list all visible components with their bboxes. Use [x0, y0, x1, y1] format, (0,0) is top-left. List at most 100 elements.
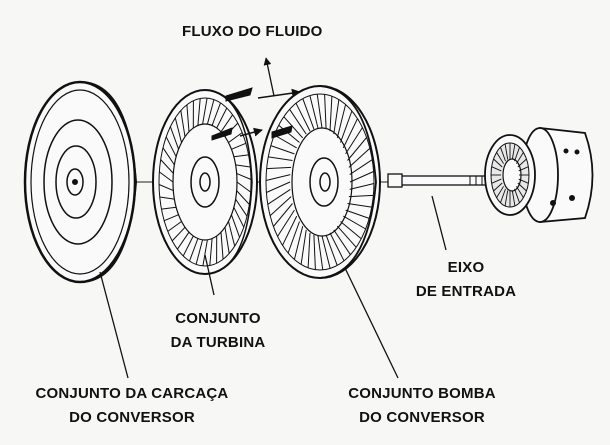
vane-line [321, 235, 331, 269]
vane-line [209, 238, 213, 266]
vane-line [224, 227, 230, 254]
vane-line [302, 98, 315, 130]
vane-line [162, 147, 175, 166]
vane-line [230, 214, 241, 238]
vane-line [333, 229, 351, 255]
pump-line-2: DO CONVERSOR [359, 409, 485, 426]
vane-line [216, 107, 228, 129]
vane-line [278, 124, 300, 143]
vane-line [195, 239, 204, 265]
vane-line [511, 144, 516, 160]
pump-drive-hub [484, 126, 594, 223]
vane-line [349, 171, 374, 183]
vane-line [202, 239, 208, 266]
turbine-leader [204, 254, 215, 296]
vane-line [265, 174, 291, 181]
vane-line [347, 137, 367, 161]
vane-line [167, 221, 182, 232]
vane-line [268, 156, 293, 161]
pump-label: CONJUNTO BOMBA DO CONVERSOR [322, 382, 522, 430]
vane-line [324, 94, 327, 130]
vane-line [309, 95, 319, 129]
vane-line [228, 221, 236, 247]
vane-line [233, 206, 245, 228]
vane-line [345, 209, 370, 219]
vane-line [340, 221, 362, 240]
vane-line [325, 234, 338, 266]
vane-line [159, 171, 174, 183]
vane-line [158, 184, 174, 192]
vane-line [504, 144, 509, 160]
turbine-vanes [158, 98, 252, 266]
vane-line [211, 102, 221, 126]
converter-housing [23, 80, 138, 284]
vane-line [518, 178, 529, 184]
vane-line [206, 99, 215, 125]
fluid-flow-arrows [211, 57, 301, 141]
vane-line [283, 116, 304, 139]
fluid-flow-label: FLUXO DO FLUIDO [182, 20, 323, 44]
pump-vanes [265, 94, 375, 270]
vane-line [236, 172, 252, 180]
vane-line [349, 183, 375, 190]
vane-line [348, 194, 374, 198]
vane-line [347, 203, 372, 208]
vane-line [511, 190, 516, 206]
vane-line [336, 225, 357, 248]
vane-line [269, 196, 292, 217]
vane-line [282, 215, 298, 246]
vane-line [164, 214, 179, 222]
input-shaft-line-1: EIXO [447, 259, 485, 276]
vane-line [343, 215, 366, 230]
vane-line [500, 147, 506, 162]
vane-line [289, 109, 307, 135]
vane-line [514, 147, 520, 162]
vane-line [231, 142, 246, 150]
vane-line [496, 152, 504, 164]
vane-line [493, 182, 503, 192]
vane-line [317, 235, 324, 270]
vane-line [180, 110, 186, 137]
vane-line [270, 145, 295, 155]
vane-line [516, 152, 524, 164]
vane-line [160, 159, 174, 174]
vane-line [300, 229, 307, 265]
vane-line [345, 127, 363, 155]
housing-line-2: DO CONVERSOR [69, 409, 195, 426]
housing-label: CONJUNTO DA CARCAÇA DO CONVERSOR [22, 382, 242, 430]
vane-line [307, 232, 311, 268]
vane-line [348, 147, 371, 168]
vane-line [333, 99, 340, 135]
vane-line [336, 104, 347, 139]
turbine-line-1: CONJUNTO [175, 310, 261, 327]
vane-line [174, 117, 182, 143]
vane-line [514, 188, 520, 203]
vane-line [493, 158, 503, 168]
vane-line [274, 134, 297, 149]
vane-line [277, 209, 295, 237]
vane-line [313, 234, 316, 270]
vane-line [295, 102, 311, 132]
vane-line [516, 186, 524, 198]
vane-line [202, 98, 208, 125]
vane-line [287, 221, 300, 254]
fluid-flow-text: FLUXO DO FLUIDO [182, 23, 323, 40]
pump-leader [344, 267, 399, 379]
vane-line [316, 94, 323, 129]
vane-line [235, 198, 248, 217]
vane-line [266, 181, 291, 193]
vane-line [176, 231, 190, 250]
vane-line [504, 190, 509, 206]
turbine-assembly [152, 89, 258, 275]
vane-line [182, 235, 194, 257]
vane-line [236, 181, 251, 193]
vane-line [491, 166, 502, 172]
vane-line [266, 166, 292, 170]
vane-line [491, 178, 502, 184]
input-shaft [387, 173, 503, 188]
turbine-label: CONJUNTO DA TURBINA [158, 307, 278, 355]
vane-line [161, 206, 177, 210]
input-shaft-line-2: DE ENTRADA [415, 283, 517, 300]
